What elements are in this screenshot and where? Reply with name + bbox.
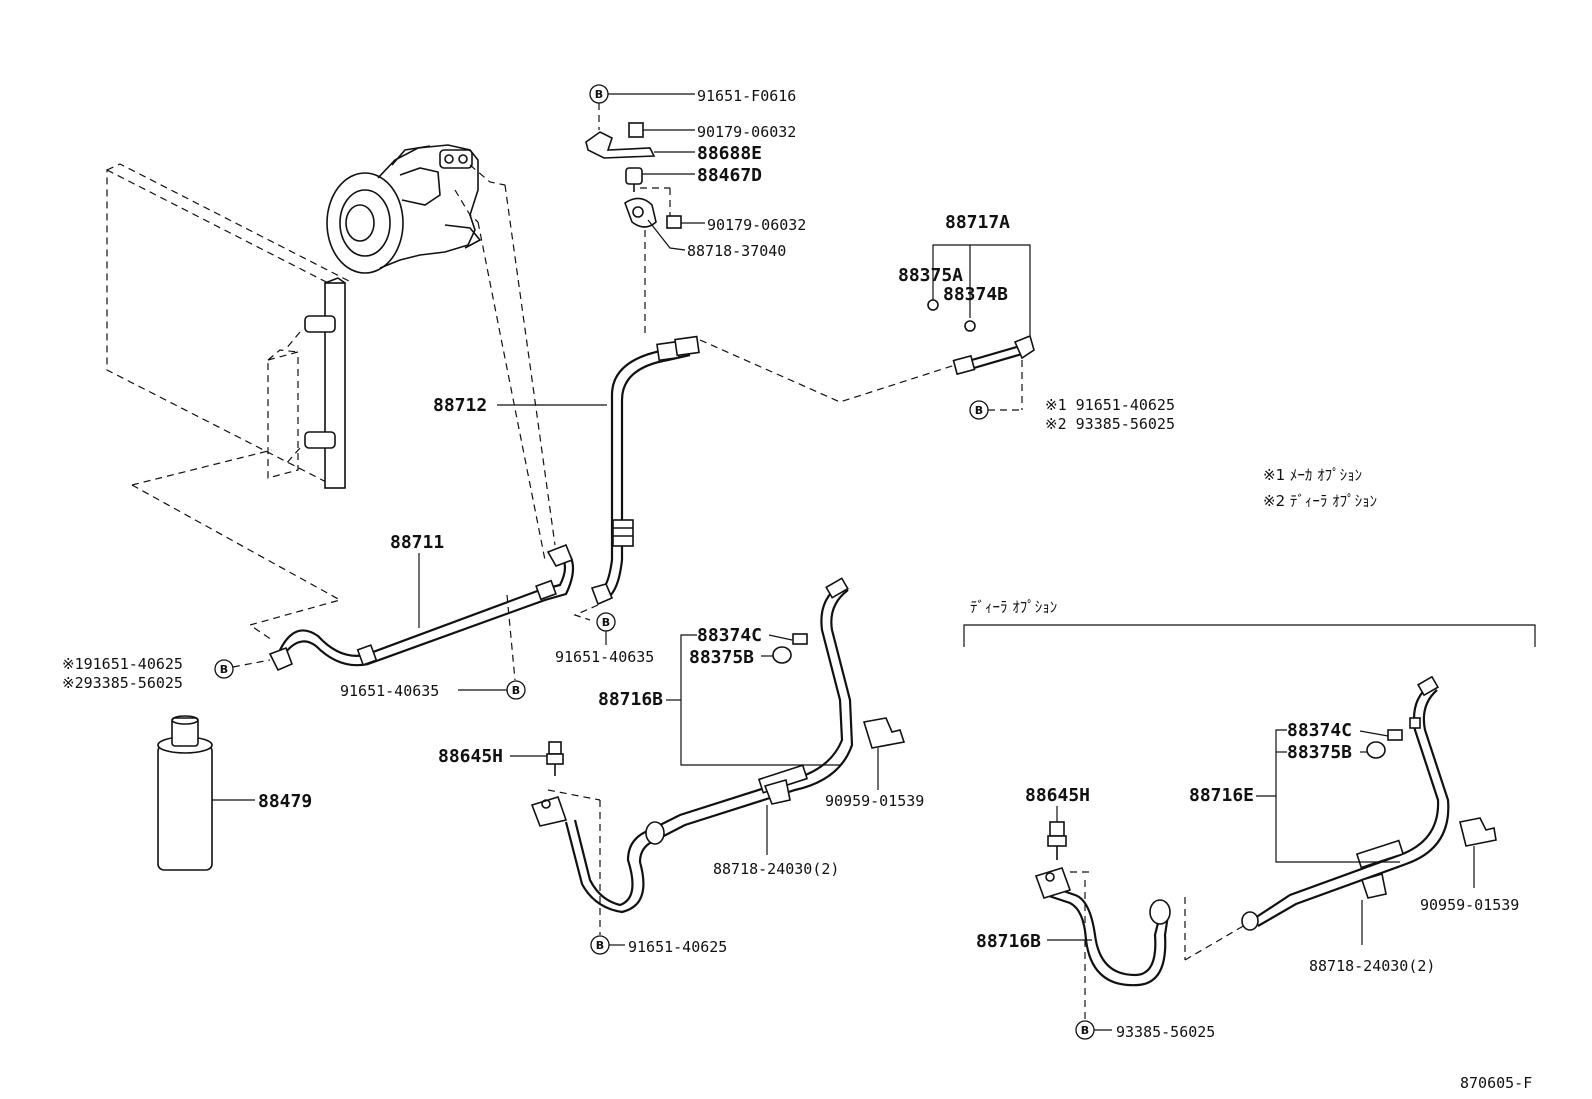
label-90959-01539: 90959-01539 [825,792,924,810]
bolt-marker-b-3 [214,659,234,679]
label-88717A: 88717A [945,212,1010,233]
label-88375B: 88375B [689,647,754,668]
discharge-hose-88712: 88712 [433,335,956,621]
label-88718-37040: 88718-37040 [687,242,786,260]
label-88374C: 88374C [697,625,762,646]
bolt-marker-b-3-text: B [220,663,228,676]
label-88645H: 88645H [438,746,503,767]
compressor-drawing [326,144,506,274]
label-d-88716E: 88716E [1189,785,1254,806]
legend-dealer-option: ※2 ﾃﾞｨｰﾗ ｵﾌﾟｼｮﾝ [1263,492,1377,510]
bolt-marker-b-6-text: B [596,939,604,952]
label-91651-40635-b: 91651-40635 [555,648,654,666]
label-d-90959-01539: 90959-01539 [1420,896,1519,914]
diagram-code: 870605-F [1460,1074,1532,1092]
label-d-88716B: 88716B [976,931,1041,952]
condenser-drawing [106,163,350,489]
label-88375A: 88375A [898,265,963,286]
top-bracket-group: B 91651-F0616 90179-06032 88688E 88467D … [585,84,806,335]
label-88718-24030: 88718-24030(2) [713,860,839,878]
bolt-marker-b-5-text: B [602,616,610,629]
liquid-tube-88711: 88711 ※191651-40625 ※293385-56025 B B 91… [62,184,654,700]
label-90179-06032-b: 90179-06032 [707,216,806,234]
label-d-88374C: 88374C [1287,720,1352,741]
option-legend: ※1 ﾒｰｶ ｵﾌﾟｼｮﾝ ※2 ﾃﾞｨｰﾗ ｵﾌﾟｼｮﾝ [1263,466,1377,510]
bolt-marker-b-1-text: B [595,88,603,101]
bolt-marker-b-7-text: B [1081,1024,1089,1037]
label-91651-F0616: 91651-F0616 [697,87,796,105]
dealer-option-section: ﾃﾞｨｰﾗ ｵﾌﾟｼｮﾝ 88374C 88375B 88716E 90959-… [963,598,1536,1041]
bolt-marker-b-2-text: B [975,404,983,417]
label-90179-06032-a: 90179-06032 [697,123,796,141]
label-note2: ※2 93385-56025 [1045,415,1175,433]
label-88711: 88711 [390,532,444,553]
label-d-88645H: 88645H [1025,785,1090,806]
label-88688E: 88688E [697,143,762,164]
label-88479: 88479 [258,791,312,812]
dealer-option-title: ﾃﾞｨｰﾗ ｵﾌﾟｼｮﾝ [970,598,1057,616]
bolt-marker-b-4 [506,680,526,700]
label-left-note1: ※191651-40625 [62,655,183,673]
receiver-88479: 88479 [157,715,312,871]
label-88467D: 88467D [697,165,762,186]
label-d-93385-56025: 93385-56025 [1116,1023,1215,1041]
suction-hose-88716B: 88374C 88375B 88716B 88645H 90959-01539 … [438,577,924,956]
pipe-88717A-group: 88717A 88375A 88374B B ※1 91651-40625 ※2… [898,212,1175,433]
label-note1: ※1 91651-40625 [1045,396,1175,414]
label-91651-40625: 91651-40625 [628,938,727,956]
label-91651-40635-a: 91651-40635 [340,682,439,700]
bolt-marker-b-2 [969,400,989,420]
label-88374B: 88374B [943,284,1008,305]
legend-maker-option: ※1 ﾒｰｶ ｵﾌﾟｼｮﾝ [1263,466,1362,484]
label-d-88718-24030: 88718-24030(2) [1309,957,1435,975]
bolt-marker-b-4-text: B [512,684,520,697]
label-88716B: 88716B [598,689,663,710]
label-d-88375B: 88375B [1287,742,1352,763]
label-left-note2: ※293385-56025 [62,674,183,692]
label-88712: 88712 [433,395,487,416]
